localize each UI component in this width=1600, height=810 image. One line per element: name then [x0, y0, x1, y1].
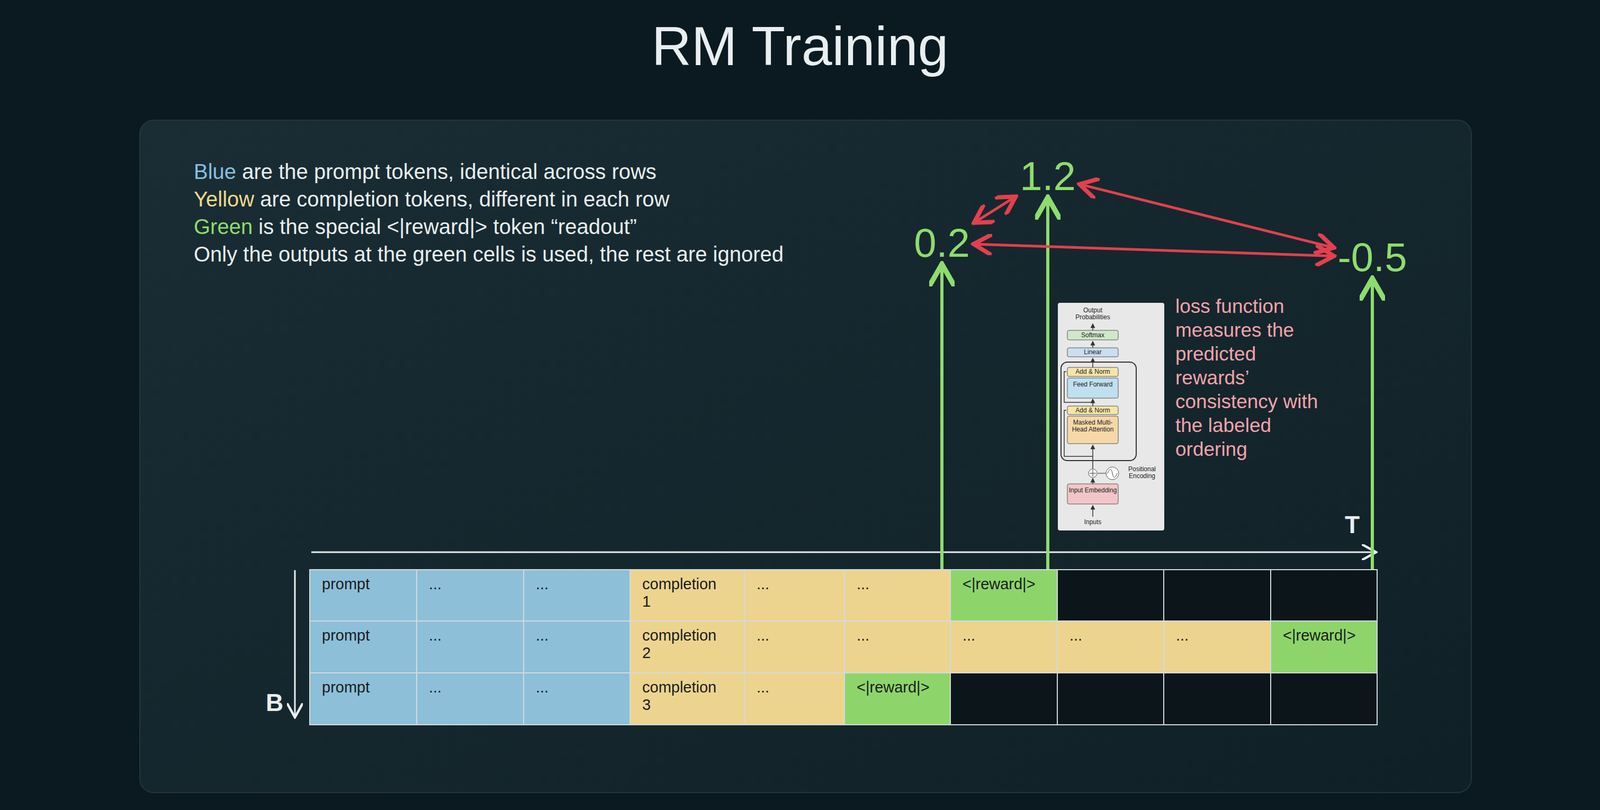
reward-token: <|reward|>: [950, 570, 1057, 593]
completion-cell: completion 1: [630, 570, 745, 622]
readout-arrow: [1046, 200, 1050, 571]
completion-cell: ...: [1164, 621, 1272, 674]
color-word: Green: [193, 214, 253, 239]
illustration-text: Input Embedding: [1067, 487, 1119, 494]
cell-text: ...: [744, 621, 842, 645]
completion-cell: ...: [1057, 621, 1165, 674]
illustration-text: Add & Norm: [1067, 368, 1119, 376]
axis-label: B: [265, 688, 284, 717]
cell-text: ...: [524, 621, 621, 645]
explanation-text: are completion tokens, different in each…: [259, 187, 670, 211]
completion-cell: completion 2: [630, 621, 745, 674]
explanation-line: Blueare the prompt tokens, identical acr…: [193, 159, 657, 184]
explanation-line: Only the outputs at the green cells is u…: [193, 242, 784, 267]
reward-cell: <|reward|>: [845, 673, 951, 726]
prompt-cell: ...: [524, 673, 631, 726]
cell-text: ...: [524, 570, 621, 593]
slide-title: RM Training: [0, 14, 1600, 78]
completion-cell: ...: [845, 621, 951, 674]
cell-text: prompt: [310, 621, 407, 645]
prompt-cell: prompt: [310, 621, 418, 674]
prompt-cell: prompt: [310, 570, 418, 622]
explanation-line: Greenis the special <|reward|> token “re…: [193, 214, 637, 239]
cell-text: completion 2: [630, 621, 727, 662]
cell-text: ...: [845, 621, 942, 645]
completion-cell: completion 3: [630, 673, 745, 726]
empty-cell: [1057, 673, 1165, 726]
loss-note: loss function measures the predicted rew…: [1175, 294, 1335, 462]
cell-text: completion 1: [630, 570, 727, 611]
cell-text: ...: [744, 570, 842, 593]
prompt-cell: ...: [417, 570, 525, 622]
completion-cell: ...: [744, 570, 846, 622]
explanation-line: Yelloware completion tokens, different i…: [193, 187, 670, 212]
reward-token: <|reward|>: [845, 673, 950, 697]
comparison-arrow: [976, 198, 1014, 222]
empty-cell: [950, 673, 1058, 726]
cell-text: ...: [1164, 621, 1261, 645]
explanation-text: are the prompt tokens, identical across …: [241, 159, 657, 184]
illustration-text: Output Probabilities: [1067, 307, 1119, 321]
cell-text: ...: [417, 570, 514, 593]
illustration-text: Feed Forward: [1067, 381, 1119, 389]
completion-cell: ...: [950, 621, 1058, 674]
illustration-text: Masked Multi-Head Attention: [1067, 419, 1119, 434]
explanation-text: Only the outputs at the green cells is u…: [193, 242, 784, 266]
prompt-cell: ...: [417, 621, 525, 674]
illustration-text: Positional Encoding: [1120, 465, 1164, 480]
panel: [139, 120, 1472, 793]
cell-text: ...: [744, 673, 842, 697]
prompt-cell: ...: [524, 570, 631, 622]
color-word: Yellow: [193, 187, 255, 211]
illustration-text: Linear: [1067, 348, 1119, 356]
prompt-cell: ...: [524, 621, 631, 674]
comparison-arrow: [976, 244, 1332, 256]
reward-cell: <|reward|>: [1271, 621, 1378, 674]
time-axis: [311, 551, 1375, 554]
reward-value: 1.2: [1019, 156, 1076, 197]
completion-cell: ...: [744, 673, 846, 726]
comparison-arrow: [1082, 184, 1332, 247]
cell-text: ...: [845, 570, 942, 593]
empty-cell: [1057, 570, 1165, 622]
reward-number: -0.5: [1337, 234, 1408, 280]
reward-value: -0.5: [1337, 237, 1408, 278]
illustration-text: Softmax: [1067, 331, 1119, 339]
empty-cell: [1271, 570, 1378, 622]
empty-cell: [1164, 673, 1272, 726]
reward-value: 0.2: [913, 222, 970, 264]
explanation-text: is the special <|reward|> token “readout…: [258, 214, 637, 239]
cell-text: ...: [950, 621, 1048, 645]
cell-text: ...: [417, 621, 514, 645]
cell-text: ...: [1057, 621, 1155, 645]
illustration-text: Add & Norm: [1067, 407, 1119, 415]
cell-text: completion 3: [630, 673, 727, 714]
prompt-cell: ...: [417, 673, 525, 726]
completion-cell: ...: [845, 570, 951, 622]
transformer-illustration: [1057, 302, 1165, 531]
cell-text: ...: [417, 673, 514, 697]
empty-cell: [1271, 673, 1378, 726]
reward-number: 0.2: [913, 220, 970, 266]
cell-text: prompt: [310, 673, 407, 697]
completion-cell: ...: [744, 621, 846, 674]
color-word: Blue: [193, 159, 237, 184]
axis-label: T: [1344, 510, 1360, 539]
reward-number: 1.2: [1019, 153, 1076, 199]
illustration-text: Inputs: [1067, 518, 1119, 526]
empty-cell: [1164, 570, 1272, 622]
reward-cell: <|reward|>: [950, 570, 1058, 622]
batch-axis: [294, 570, 296, 716]
prompt-cell: prompt: [310, 673, 418, 726]
cell-text: prompt: [310, 570, 407, 593]
reward-token: <|reward|>: [1271, 621, 1377, 645]
cell-text: ...: [524, 673, 621, 697]
